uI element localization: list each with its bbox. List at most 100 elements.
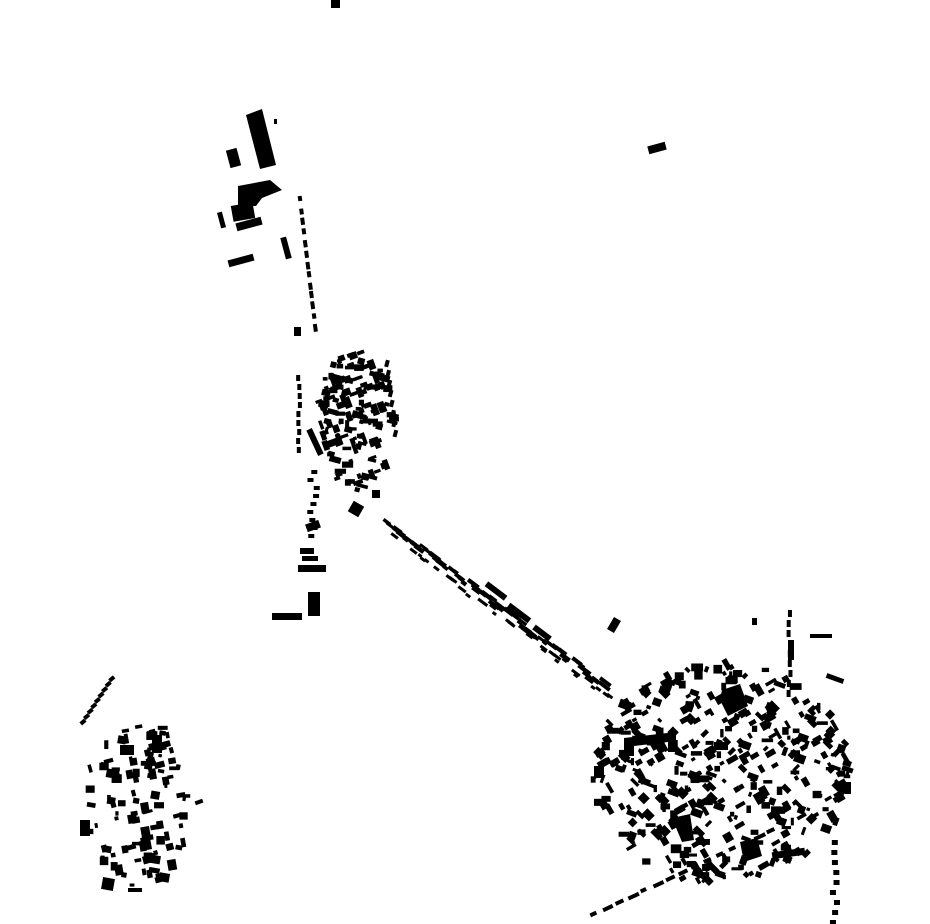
building (670, 784, 679, 794)
building (93, 696, 101, 704)
building (296, 447, 301, 453)
building (376, 400, 387, 414)
building (637, 792, 650, 805)
building (310, 502, 317, 506)
building (307, 478, 314, 482)
building (618, 831, 630, 837)
building (299, 208, 304, 215)
building (801, 848, 811, 859)
building (632, 725, 639, 733)
building (114, 864, 124, 876)
building (372, 490, 380, 498)
building (369, 403, 381, 417)
building (305, 519, 321, 533)
building (178, 823, 184, 829)
building (631, 717, 638, 723)
building (692, 825, 706, 838)
building (132, 768, 140, 777)
building (691, 739, 701, 749)
building (792, 728, 800, 734)
building (761, 738, 774, 743)
building (635, 809, 646, 820)
building (148, 728, 156, 734)
building (482, 601, 489, 607)
building (813, 737, 820, 744)
building (225, 147, 242, 169)
building (824, 709, 836, 720)
building (788, 640, 794, 660)
building (747, 732, 753, 740)
building (230, 202, 256, 222)
building (705, 764, 714, 773)
building (194, 798, 204, 806)
building (581, 666, 592, 676)
building (799, 743, 808, 752)
building (349, 437, 356, 446)
building (719, 760, 725, 766)
building (311, 313, 317, 319)
building (637, 829, 646, 835)
building (740, 757, 750, 766)
building (172, 812, 182, 819)
building (800, 826, 807, 836)
building (626, 809, 638, 818)
building (831, 748, 841, 758)
building (297, 384, 302, 390)
building (308, 290, 314, 299)
building (297, 402, 302, 408)
building (816, 702, 821, 711)
building (86, 828, 94, 835)
building (106, 796, 116, 805)
building (706, 781, 717, 792)
building (593, 798, 604, 806)
building (153, 850, 159, 856)
building (626, 835, 636, 845)
building (383, 385, 393, 393)
building (85, 785, 95, 793)
building (627, 787, 637, 797)
building (645, 704, 652, 710)
building (158, 753, 163, 758)
building (820, 823, 833, 834)
building (700, 729, 710, 738)
building (328, 372, 334, 380)
building (507, 620, 516, 628)
building (130, 789, 137, 797)
building (820, 750, 829, 760)
building (104, 740, 109, 750)
building (762, 745, 769, 752)
building (691, 663, 704, 672)
building (165, 842, 175, 852)
building (101, 877, 115, 891)
building (658, 824, 671, 838)
building (806, 807, 811, 812)
building (763, 780, 773, 784)
building (692, 697, 702, 710)
building (694, 876, 702, 885)
building (630, 777, 640, 788)
building (726, 716, 740, 728)
building (780, 828, 791, 839)
building (791, 696, 800, 706)
building (690, 774, 700, 784)
building (323, 417, 332, 425)
building (768, 732, 778, 740)
building (487, 594, 498, 603)
building (607, 616, 621, 634)
building (296, 420, 301, 426)
building (182, 794, 187, 802)
building (104, 680, 112, 688)
building (757, 784, 770, 799)
building (668, 867, 675, 874)
building (409, 547, 418, 555)
building (690, 807, 704, 819)
building (140, 826, 151, 839)
building (675, 786, 689, 800)
building (618, 802, 626, 811)
building (703, 665, 710, 673)
building (100, 855, 105, 863)
building (304, 250, 310, 259)
building (460, 579, 468, 587)
building (780, 803, 792, 814)
